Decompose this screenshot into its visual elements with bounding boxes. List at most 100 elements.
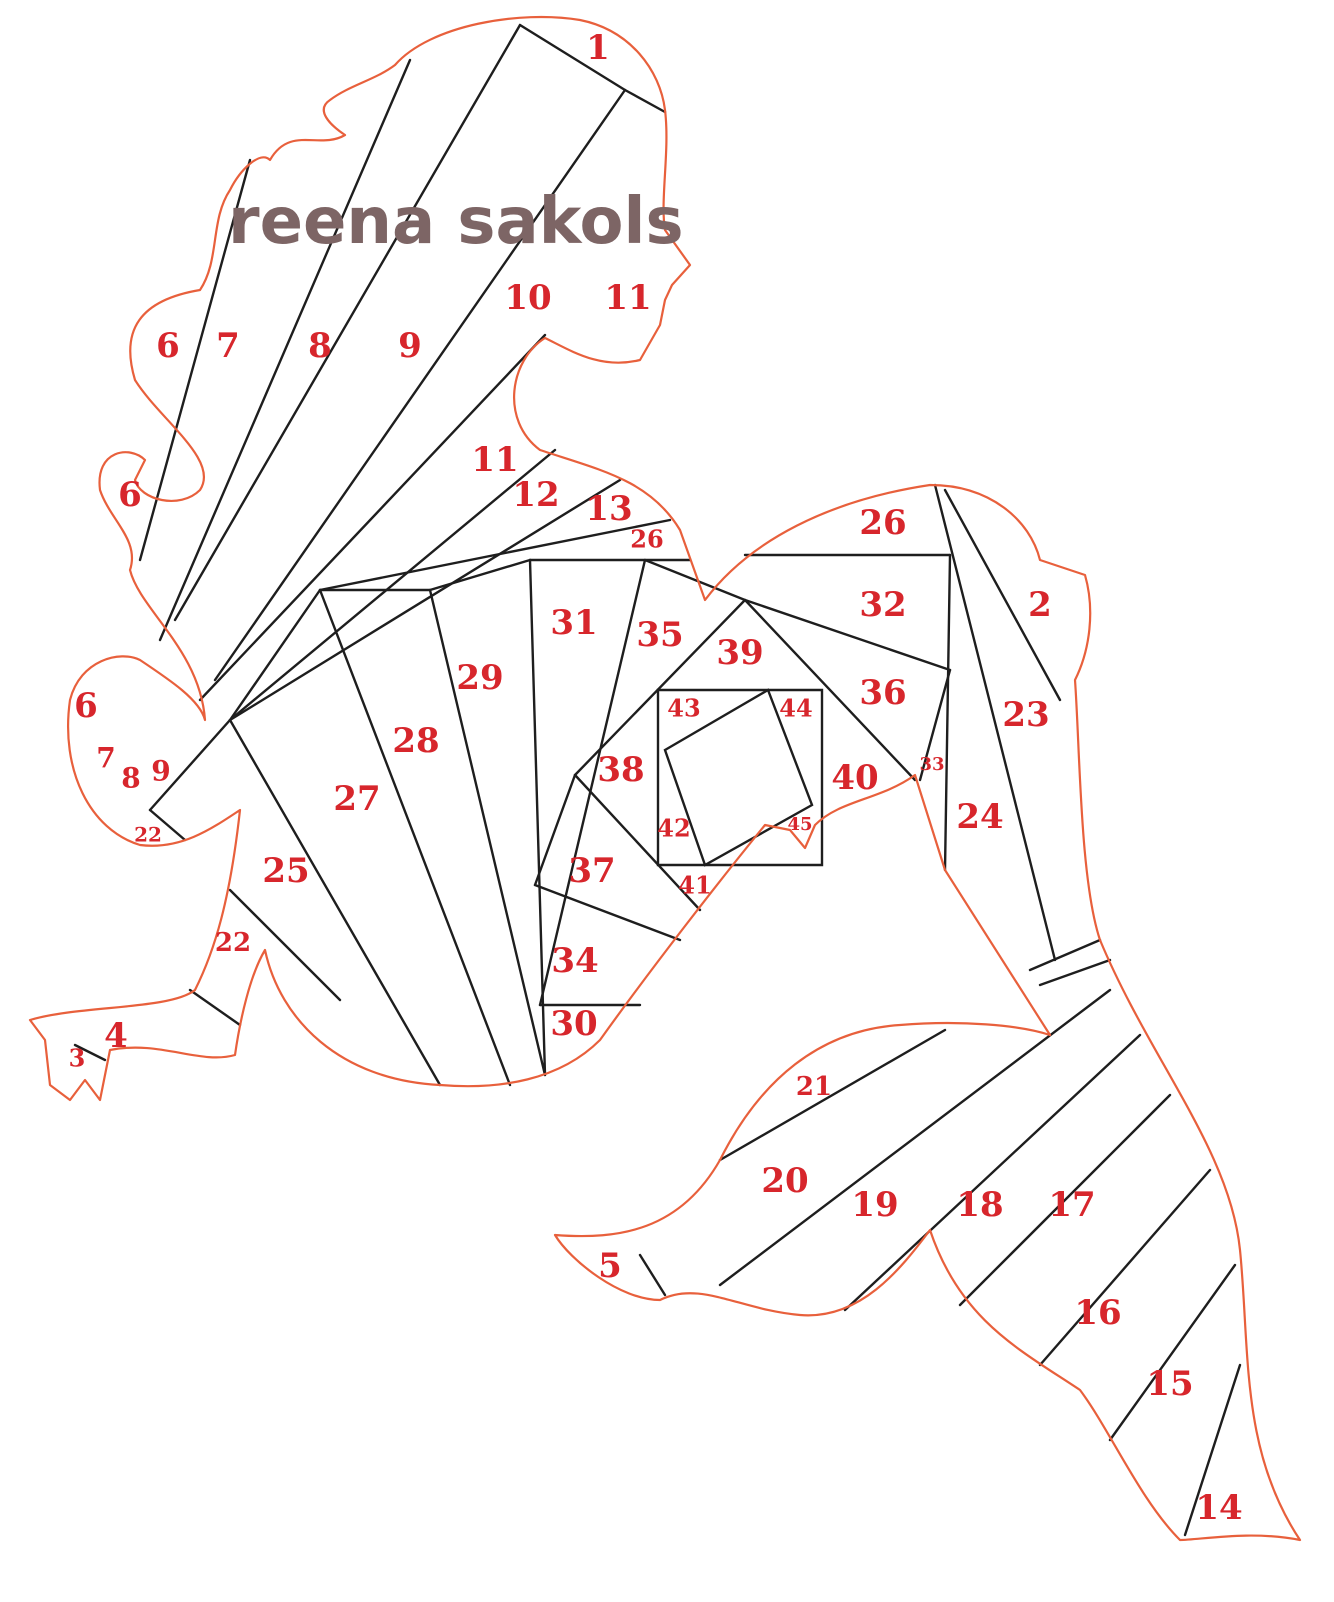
fold-line bbox=[943, 488, 1062, 702]
section-number: 22 bbox=[134, 823, 162, 847]
fold-line bbox=[533, 883, 682, 942]
fold-line bbox=[573, 773, 702, 912]
section-number: 4 bbox=[104, 1016, 128, 1056]
section-number: 41 bbox=[678, 871, 711, 900]
fold-line bbox=[428, 558, 532, 592]
fold-line bbox=[538, 558, 647, 1007]
section-number: 1 bbox=[586, 28, 610, 68]
fold-line bbox=[1108, 1263, 1237, 1442]
fold-line bbox=[743, 598, 952, 672]
section-number: 6 bbox=[118, 475, 142, 515]
section-number: 6 bbox=[74, 686, 98, 726]
fold-line bbox=[228, 718, 442, 1087]
fold-line bbox=[1038, 1168, 1212, 1367]
section-number: 31 bbox=[550, 603, 597, 643]
section-number: 30 bbox=[550, 1004, 597, 1044]
fold-line bbox=[958, 1093, 1172, 1307]
section-number: 22 bbox=[215, 928, 251, 958]
fold-line bbox=[1183, 1363, 1242, 1537]
fold-line bbox=[188, 988, 242, 1027]
section-number: 23 bbox=[1002, 695, 1049, 735]
fold-line bbox=[743, 598, 917, 782]
section-number: 24 bbox=[956, 797, 1003, 837]
fold-line bbox=[518, 23, 627, 92]
fold-line bbox=[198, 333, 547, 702]
fold-line bbox=[173, 23, 522, 622]
section-numbers: 1 10 11 6 7 8 9 11 6 12 13 26 26 2 32 31… bbox=[69, 28, 1243, 1528]
fold-line bbox=[158, 58, 412, 642]
section-number: 27 bbox=[333, 779, 380, 819]
section-number: 3 bbox=[69, 1044, 86, 1073]
section-number: 15 bbox=[1146, 1364, 1193, 1404]
section-number: 7 bbox=[216, 326, 240, 366]
section-number: 33 bbox=[919, 754, 944, 775]
fold-line bbox=[73, 1043, 107, 1062]
section-number: 36 bbox=[859, 673, 906, 713]
section-number: 5 bbox=[598, 1246, 622, 1286]
section-number: 29 bbox=[456, 658, 503, 698]
section-number: 37 bbox=[568, 851, 615, 891]
fold-line bbox=[428, 588, 547, 1077]
fold-line bbox=[843, 1033, 1142, 1312]
section-number: 9 bbox=[151, 755, 170, 788]
section-number: 9 bbox=[398, 326, 422, 366]
section-number: 44 bbox=[779, 694, 812, 723]
section-number: 43 bbox=[667, 694, 700, 723]
fold-line bbox=[228, 448, 557, 722]
fold-line bbox=[318, 518, 672, 592]
section-number: 21 bbox=[796, 1072, 832, 1102]
section-number: 38 bbox=[597, 750, 644, 790]
section-number: 19 bbox=[851, 1185, 898, 1225]
fold-line bbox=[228, 888, 342, 1002]
fold-line bbox=[918, 668, 952, 782]
section-number: 11 bbox=[471, 440, 518, 480]
section-number: 11 bbox=[604, 278, 651, 318]
fold-line bbox=[643, 558, 747, 602]
fold-lines bbox=[73, 23, 1242, 1537]
fold-line bbox=[318, 588, 512, 1087]
fold-line bbox=[1028, 938, 1102, 972]
section-number: 40 bbox=[831, 758, 878, 798]
fold-line bbox=[1038, 958, 1112, 987]
section-number: 10 bbox=[504, 278, 551, 318]
section-number: 13 bbox=[585, 489, 632, 529]
fold-line bbox=[638, 1253, 667, 1297]
section-number: 8 bbox=[121, 762, 140, 795]
fold-line bbox=[718, 988, 1112, 1287]
mermaid-body-outline bbox=[28, 15, 1302, 1542]
section-number: 18 bbox=[956, 1185, 1003, 1225]
section-number: 26 bbox=[859, 503, 906, 543]
section-number: 35 bbox=[636, 615, 683, 655]
section-number: 34 bbox=[551, 941, 598, 981]
section-number: 16 bbox=[1074, 1293, 1121, 1333]
fold-line bbox=[573, 598, 747, 777]
section-number: 2 bbox=[1028, 585, 1052, 625]
section-number: 28 bbox=[392, 721, 439, 761]
section-number: 17 bbox=[1048, 1185, 1095, 1225]
fold-line bbox=[943, 553, 952, 872]
section-number: 12 bbox=[512, 475, 559, 515]
section-number: 42 bbox=[657, 814, 690, 843]
section-number: 8 bbox=[308, 326, 332, 366]
section-number: 20 bbox=[761, 1161, 808, 1201]
watermark-title: reena sakols bbox=[228, 185, 684, 259]
fold-line bbox=[528, 558, 547, 1077]
fold-line bbox=[228, 588, 322, 722]
section-number: 39 bbox=[716, 633, 763, 673]
fold-line bbox=[718, 1028, 947, 1162]
fold-line bbox=[933, 483, 1057, 962]
fold-line bbox=[228, 478, 622, 722]
fold-line bbox=[148, 808, 187, 842]
section-number: 26 bbox=[630, 525, 663, 554]
section-number: 45 bbox=[787, 814, 812, 835]
section-number: 7 bbox=[96, 742, 115, 775]
fold-line bbox=[213, 88, 627, 682]
section-number: 32 bbox=[859, 585, 906, 625]
section-number: 14 bbox=[1195, 1488, 1242, 1528]
section-number: 6 bbox=[156, 326, 180, 366]
spiral-inner-square bbox=[663, 688, 814, 867]
fold-line bbox=[138, 158, 252, 562]
fold-line bbox=[533, 773, 577, 887]
fold-line bbox=[148, 718, 232, 812]
